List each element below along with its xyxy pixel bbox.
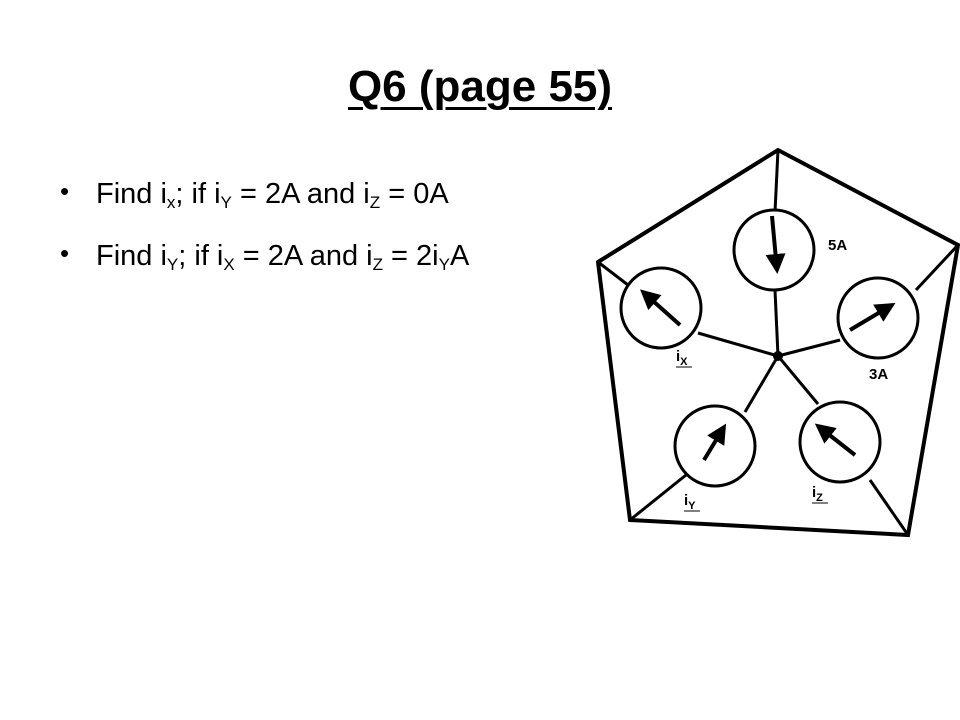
question-item-1: • Find ix; if iY = 2A and iZ = 0A — [60, 176, 449, 212]
label-3a: 3A — [869, 366, 888, 383]
arrow-up-left-icon — [814, 423, 857, 457]
label-ix: iX — [676, 348, 688, 368]
source-iy — [673, 404, 757, 488]
center-node — [773, 351, 783, 361]
label-iz: iZ — [812, 484, 823, 504]
source-iz — [798, 400, 882, 484]
bullet-dot: • — [60, 238, 70, 268]
label-5a: 5A — [828, 237, 847, 254]
bullet-dot: • — [60, 176, 70, 206]
radial-wires — [597, 149, 960, 536]
page-title: Q6 (page 55) — [347, 62, 613, 111]
arrow-up-right-icon — [702, 423, 727, 462]
source-3a — [836, 276, 920, 360]
question-item-2: • Find iY; if iX = 2A and iZ = 2iYA — [60, 238, 470, 274]
arrow-up-right-icon — [848, 302, 896, 332]
question-list: • Find ix; if iY = 2A and iZ = 0A • Find… — [58, 176, 470, 302]
pentagon-frame — [595, 147, 960, 538]
arrow-up-left-icon — [640, 289, 682, 327]
source-5a — [732, 208, 816, 292]
label-iy: iY — [684, 492, 696, 512]
label-underlines — [676, 366, 828, 512]
arrow-down-icon — [765, 215, 786, 274]
source-ix — [619, 266, 703, 350]
